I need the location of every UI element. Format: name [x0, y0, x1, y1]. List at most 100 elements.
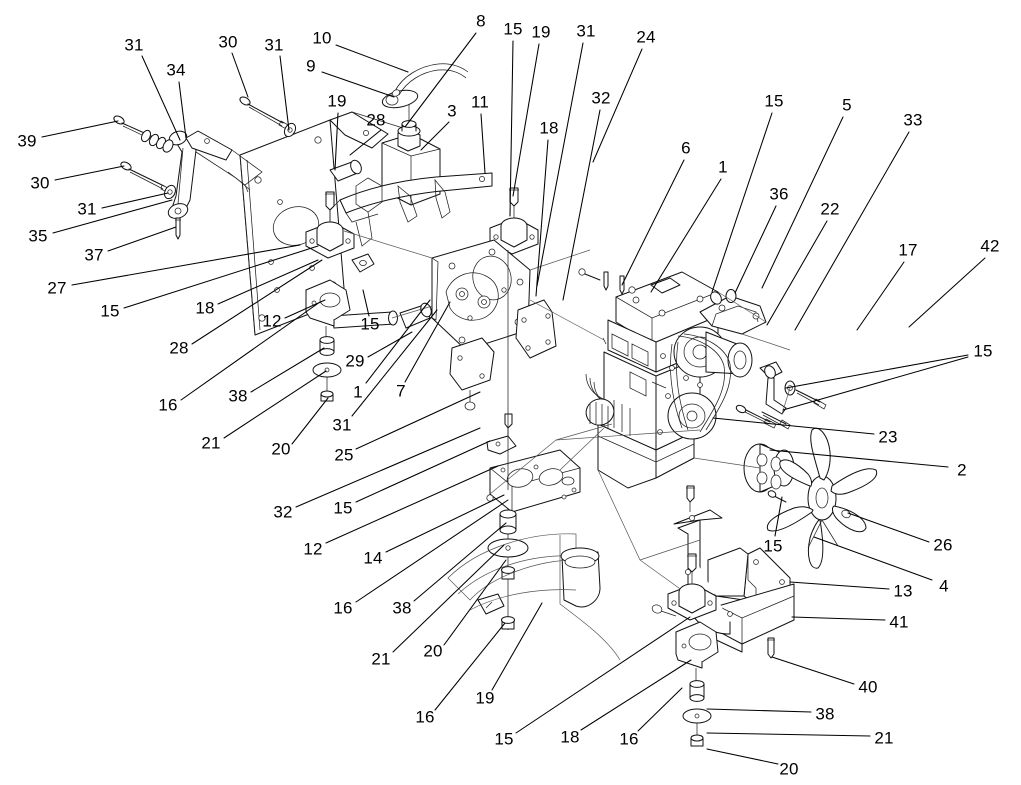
- callout-number-9[interactable]: 9: [306, 56, 316, 76]
- callout-number-31[interactable]: 31: [264, 35, 284, 55]
- callout-number-31[interactable]: 31: [576, 21, 596, 41]
- callout-number-15[interactable]: 15: [973, 341, 993, 361]
- callout-leader-line: [52, 199, 173, 234]
- lower-deck-ghost: [447, 533, 621, 661]
- callout-number-13[interactable]: 13: [893, 581, 913, 601]
- callout-number-25[interactable]: 25: [334, 445, 354, 465]
- callout-leader-line: [54, 165, 125, 181]
- callout-number-34[interactable]: 34: [166, 60, 186, 80]
- callout-number-31[interactable]: 31: [124, 35, 144, 55]
- callout-leader-line: [392, 544, 505, 653]
- callout-leader-line: [284, 299, 326, 319]
- callout-number-15[interactable]: 15: [494, 729, 514, 749]
- callout-number-20[interactable]: 20: [779, 759, 799, 779]
- callout-number-7[interactable]: 7: [396, 381, 406, 401]
- callout-number-26[interactable]: 26: [933, 535, 953, 555]
- callout-number-39[interactable]: 39: [17, 131, 37, 151]
- callout-number-30[interactable]: 30: [30, 173, 50, 193]
- callout-number-32[interactable]: 32: [273, 502, 293, 522]
- callout-number-32[interactable]: 32: [591, 88, 611, 108]
- callout-number-14[interactable]: 14: [363, 548, 383, 568]
- callout-number-31[interactable]: 31: [77, 199, 97, 219]
- callout-number-35[interactable]: 35: [28, 226, 48, 246]
- callout-number-12[interactable]: 12: [262, 311, 282, 331]
- callout-number-22[interactable]: 22: [820, 199, 840, 219]
- callout-leader-line: [789, 581, 890, 590]
- callout-number-30[interactable]: 30: [218, 32, 238, 52]
- callout-number-27[interactable]: 27: [47, 278, 67, 298]
- callout-number-36[interactable]: 36: [769, 184, 789, 204]
- callout-leader-line: [856, 261, 905, 331]
- lower-mount-bracket: [449, 337, 495, 411]
- callout-number-18[interactable]: 18: [195, 298, 215, 318]
- callout-number-18[interactable]: 18: [539, 118, 559, 138]
- callout-number-15[interactable]: 15: [360, 314, 380, 334]
- callout-number-38[interactable]: 38: [392, 598, 412, 618]
- callout-number-23[interactable]: 23: [878, 427, 898, 447]
- callout-leader-line: [191, 259, 323, 345]
- callout-number-21[interactable]: 21: [371, 649, 391, 669]
- callout-number-15[interactable]: 15: [100, 301, 120, 321]
- callout-number-12[interactable]: 12: [303, 539, 323, 559]
- callout-number-19[interactable]: 19: [327, 91, 347, 111]
- callout-number-4[interactable]: 4: [939, 576, 949, 596]
- callout-number-8[interactable]: 8: [476, 11, 486, 31]
- callout-number-16[interactable]: 16: [415, 707, 435, 727]
- callout-number-24[interactable]: 24: [636, 27, 656, 47]
- callout-number-16[interactable]: 16: [619, 729, 639, 749]
- callout-number-15[interactable]: 15: [763, 536, 783, 556]
- callout-number-2[interactable]: 2: [957, 460, 967, 480]
- callout-number-38[interactable]: 38: [815, 704, 835, 724]
- callout-number-1[interactable]: 1: [353, 382, 363, 402]
- callout-number-37[interactable]: 37: [84, 245, 104, 265]
- center-vertical-shaft: [486, 250, 529, 630]
- callout-number-19[interactable]: 19: [531, 22, 551, 42]
- callout-leader-line: [785, 354, 969, 389]
- callout-number-15[interactable]: 15: [333, 498, 353, 518]
- bolt-37: [175, 217, 181, 240]
- callout-leader-line: [180, 301, 321, 401]
- callout-leader-line: [223, 370, 327, 439]
- callout-leader-line: [291, 397, 329, 445]
- callout-number-1[interactable]: 1: [718, 157, 728, 177]
- callout-number-31[interactable]: 31: [332, 415, 352, 435]
- callout-number-11[interactable]: 11: [470, 92, 490, 112]
- engine-mount-upper-left: [305, 191, 355, 259]
- callout-leader-line: [794, 131, 910, 331]
- callout-number-33[interactable]: 33: [903, 110, 923, 130]
- callout-number-20[interactable]: 20: [423, 641, 443, 661]
- callout-leader-line: [706, 708, 812, 713]
- callout-number-16[interactable]: 16: [333, 598, 353, 618]
- bell-housing-plate: [431, 239, 531, 351]
- callout-number-15[interactable]: 15: [503, 19, 523, 39]
- callout-number-10[interactable]: 10: [312, 28, 332, 48]
- callout-number-5[interactable]: 5: [842, 95, 852, 115]
- callout-number-28[interactable]: 28: [169, 338, 189, 358]
- engine-mount-upper-mid: [489, 187, 539, 255]
- callout-number-38[interactable]: 38: [228, 386, 248, 406]
- callout-leader-line: [650, 178, 722, 293]
- callout-leader-line: [443, 559, 507, 646]
- callout-number-3[interactable]: 3: [447, 101, 457, 121]
- callout-number-15[interactable]: 15: [764, 91, 784, 111]
- callout-number-21[interactable]: 21: [201, 433, 221, 453]
- callout-number-20[interactable]: 20: [271, 439, 291, 459]
- callout-leader-line-b: [782, 356, 969, 411]
- callout-number-16[interactable]: 16: [158, 395, 178, 415]
- callout-number-18[interactable]: 18: [560, 727, 580, 747]
- callout-leader-line: [908, 257, 986, 328]
- callout-number-42[interactable]: 42: [980, 236, 1000, 256]
- callout-number-6[interactable]: 6: [681, 138, 691, 158]
- callout-number-40[interactable]: 40: [858, 677, 878, 697]
- callout-leader-line: [491, 602, 543, 691]
- callout-number-28[interactable]: 28: [366, 110, 386, 130]
- cooling-fan: [766, 427, 878, 569]
- callout-number-19[interactable]: 19: [475, 688, 495, 708]
- callout-number-41[interactable]: 41: [889, 612, 909, 632]
- callout-leader-line: [178, 81, 187, 139]
- callout-number-17[interactable]: 17: [898, 240, 918, 260]
- callout-leader-line: [404, 32, 477, 128]
- callout-leader-line: [335, 44, 409, 73]
- callout-number-21[interactable]: 21: [874, 728, 894, 748]
- callout-number-29[interactable]: 29: [345, 351, 365, 371]
